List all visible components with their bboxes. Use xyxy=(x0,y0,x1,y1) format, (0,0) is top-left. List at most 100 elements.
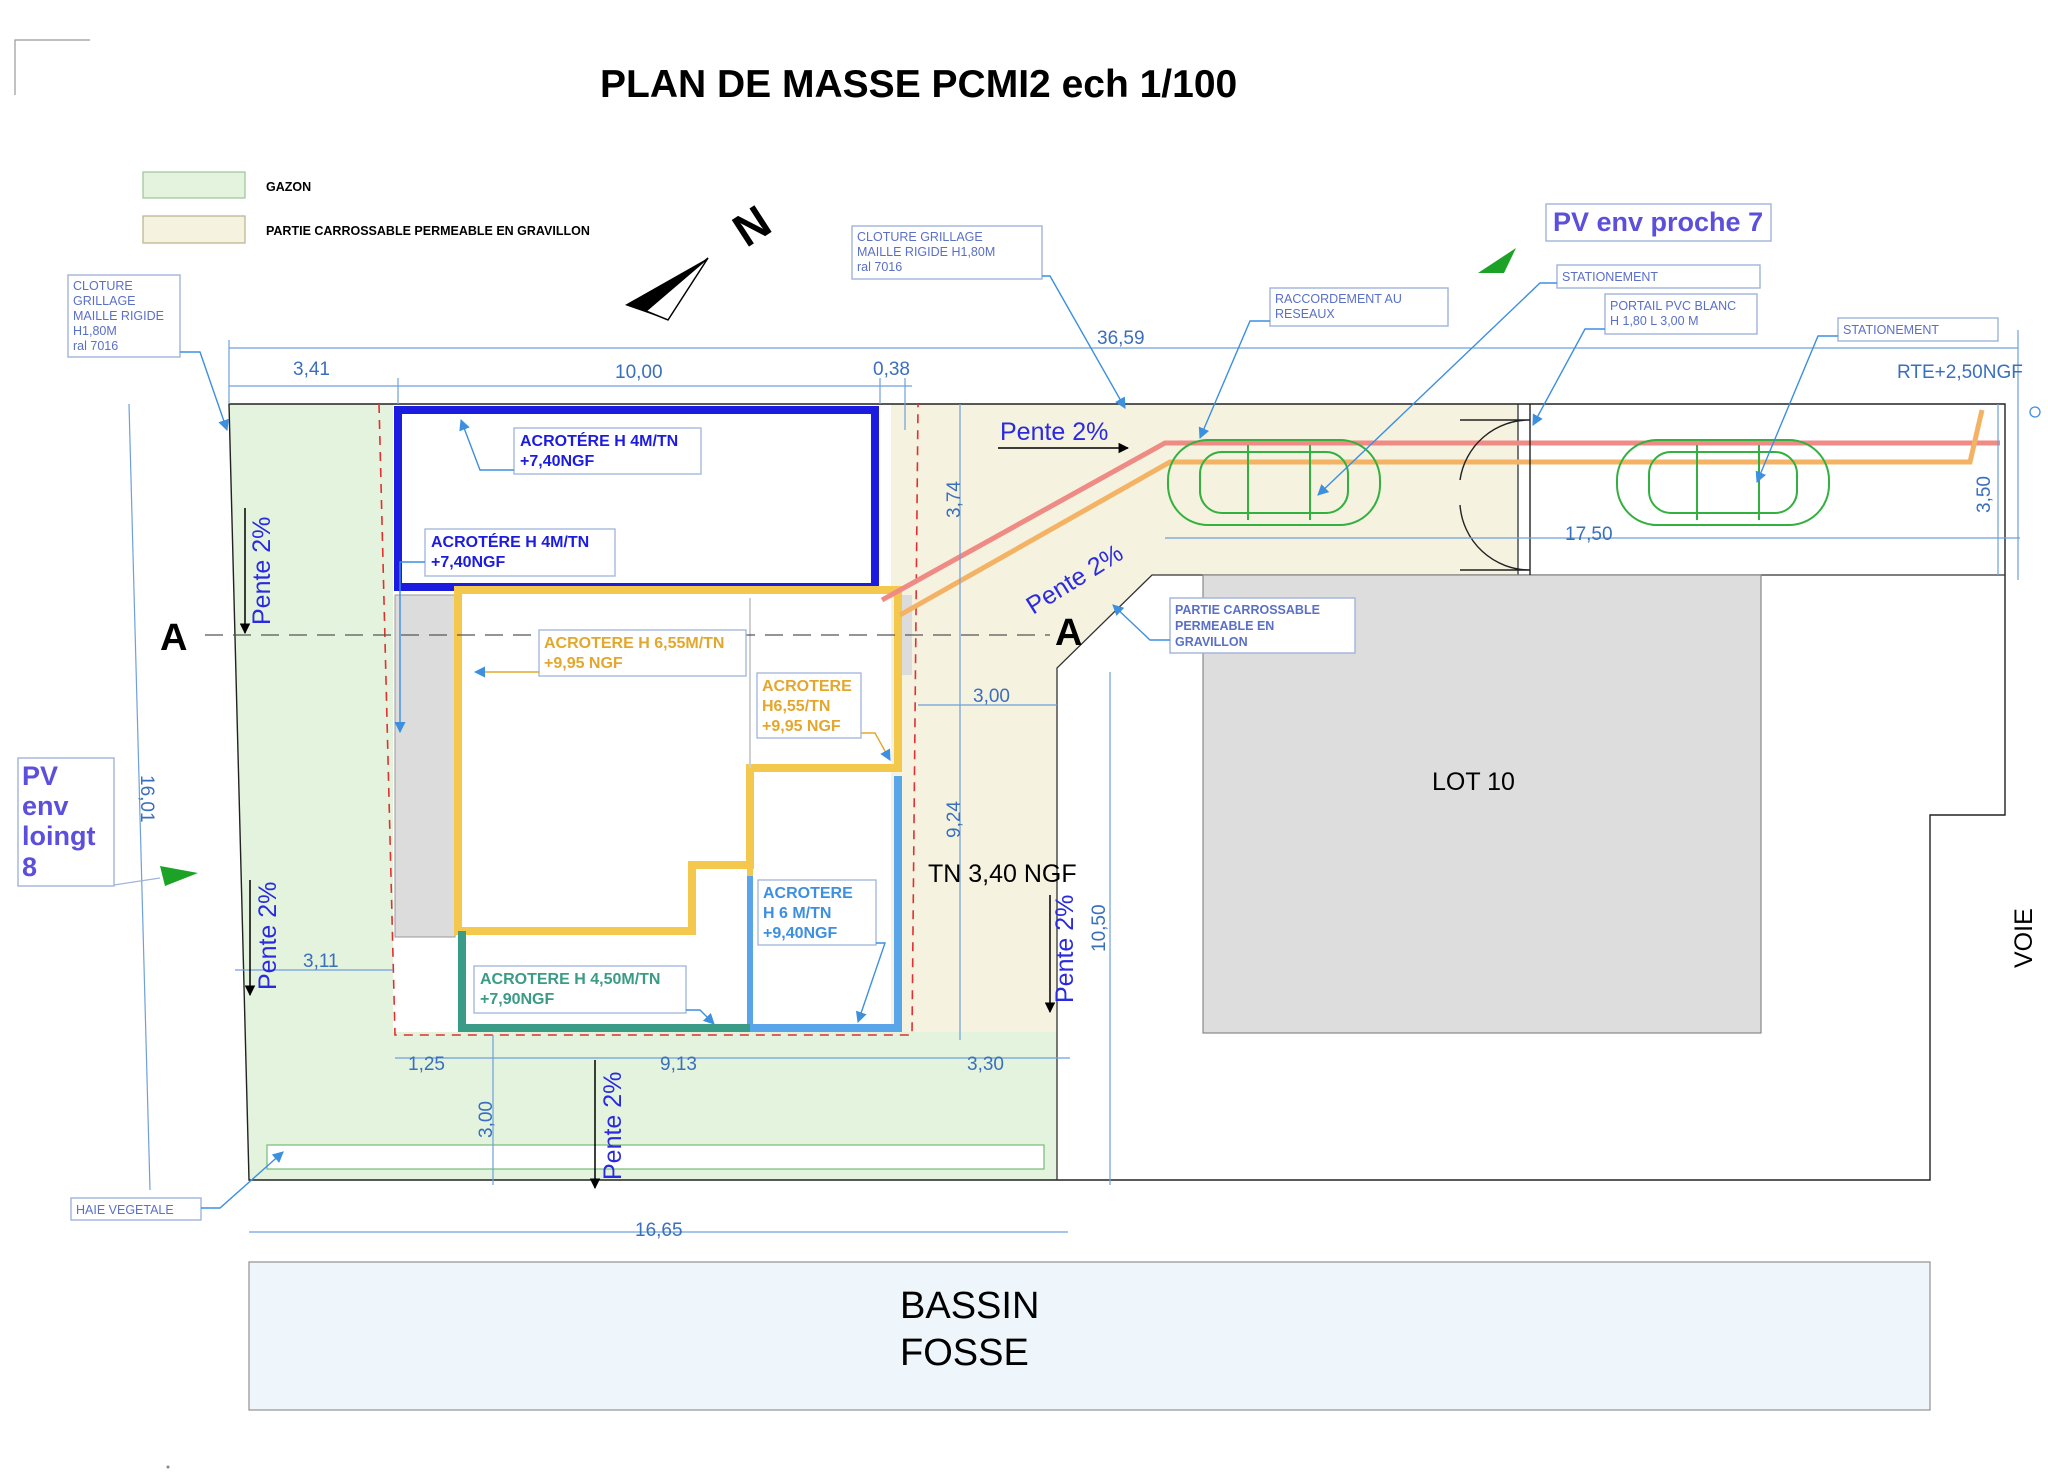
note-cloture-top: CLOTURE GRILLAGE MAILLE RIGIDE H1,80M ra… xyxy=(851,225,1126,409)
legend-gazon-swatch xyxy=(142,171,246,199)
svg-text:ACROTERE H 6,55M/TN: ACROTERE H 6,55M/TN xyxy=(544,635,724,652)
level-rte: RTE+2,50NGF xyxy=(1897,362,2023,383)
svg-text:ACROTERE H 4,50M/TN: ACROTERE H 4,50M/TN xyxy=(480,971,660,988)
car-2-icon xyxy=(1616,439,1830,526)
acrotere-yellow-main: ACROTERE H 6,55M/TN +9,95 NGF xyxy=(473,629,747,678)
dim-36-59: 36,59 xyxy=(1097,328,1145,349)
pv-proche-arrow-icon xyxy=(1478,248,1516,273)
pv-loingt-arrow-icon xyxy=(160,866,198,886)
dim-1-25: 1,25 xyxy=(408,1054,445,1075)
svg-text:+7,40NGF: +7,40NGF xyxy=(431,554,505,571)
svg-text:+7,90NGF: +7,90NGF xyxy=(480,991,554,1008)
acrotere-yellow-right: ACROTERE H6,55/TN +9,95 NGF xyxy=(756,672,891,761)
svg-text:ACROTERE: ACROTERE xyxy=(762,678,852,695)
bassin-area xyxy=(248,1261,1931,1411)
note-stationnement-2: STATIONEMENT xyxy=(1755,317,1999,484)
legend-gravel-label: PARTIE CARROSSABLE PERMEABLE EN GRAVILLO… xyxy=(266,224,590,238)
slope-bottom: Pente 2% xyxy=(599,1072,627,1180)
acrotere-lightblue: ACROTERE H 6 M/TN +9,40NGF xyxy=(757,879,886,1024)
svg-text:RESEAUX: RESEAUX xyxy=(1275,307,1335,321)
wall-lightblue xyxy=(750,776,902,1032)
voie-label: VOIE xyxy=(2010,908,2038,968)
pv-loingt-box xyxy=(17,757,115,887)
pv-loingt-leader xyxy=(113,877,161,886)
north-label: N xyxy=(724,195,780,257)
car-1-icon xyxy=(1167,439,1381,526)
section-a-right: A xyxy=(1055,612,1082,654)
svg-text:ACROTÉRE H 4M/TN: ACROTÉRE H 4M/TN xyxy=(520,431,678,450)
slope-left-lower: Pente 2% xyxy=(254,882,282,990)
legend-gazon-label: GAZON xyxy=(266,180,311,194)
svg-text:HAIE VEGETALE: HAIE VEGETALE xyxy=(76,1203,174,1217)
setback-line xyxy=(378,403,919,1036)
lot-10-label: LOT 10 xyxy=(1432,768,1515,796)
wall-teal xyxy=(458,931,750,1032)
level-tn: TN 3,40 NGF xyxy=(928,860,1077,888)
dim-3-00-right: 3,00 xyxy=(973,686,1010,707)
dim-0-38: 0,38 xyxy=(873,359,910,380)
note-raccordement: RACCORDEMENT AU RESEAUX xyxy=(1198,287,1449,440)
svg-text:CLOTURE GRILLAGE: CLOTURE GRILLAGE xyxy=(857,230,983,244)
pv-loingt-line-2: env xyxy=(22,791,69,821)
bassin-label-1: BASSIN xyxy=(900,1285,1039,1327)
svg-text:H1,80M: H1,80M xyxy=(73,324,117,338)
dim-3-11: 3,11 xyxy=(303,951,339,972)
acrotere-blue-top: ACROTÉRE H 4M/TN +7,40NGF xyxy=(459,418,702,475)
dimension-lines xyxy=(128,330,2020,1233)
pv-proche-box xyxy=(1545,203,1772,242)
svg-text:H 1,80 L 3,00 M: H 1,80 L 3,00 M xyxy=(1610,314,1698,328)
svg-text:ral 7016: ral 7016 xyxy=(73,339,118,353)
north-arrow-icon: N xyxy=(625,195,780,321)
dim-3-74: 3,74 xyxy=(944,481,965,518)
svg-text:+7,40NGF: +7,40NGF xyxy=(520,453,594,470)
gazon-area xyxy=(229,404,1057,1180)
svg-text:MAILLE RIGIDE H1,80M: MAILLE RIGIDE H1,80M xyxy=(857,245,995,259)
driveway-boundary xyxy=(1056,404,1519,1180)
hedge xyxy=(266,1144,1045,1170)
pv-loingt-line-4: 8 xyxy=(22,852,37,882)
pv-loingt-line-1: PV xyxy=(22,761,58,791)
slope-left-upper: Pente 2% xyxy=(248,517,276,625)
svg-text:PORTAIL PVC BLANC: PORTAIL PVC BLANC xyxy=(1610,299,1736,313)
svg-text:+9,40NGF: +9,40NGF xyxy=(763,925,837,942)
note-cloture-left: CLOTURE GRILLAGE MAILLE RIGIDE H1,80M ra… xyxy=(67,274,229,432)
legend-gravel-swatch xyxy=(142,215,246,244)
gate-icon xyxy=(1459,404,1531,575)
gravel-area xyxy=(879,404,1518,1032)
dim-3-41: 3,41 xyxy=(293,359,330,380)
plan-title: PLAN DE MASSE PCMI2 ech 1/100 xyxy=(600,63,1237,106)
dim-10-50: 10,50 xyxy=(1089,904,1110,952)
svg-text:H 6 M/TN: H 6 M/TN xyxy=(763,905,831,922)
svg-text:H6,55/TN: H6,55/TN xyxy=(762,698,830,715)
dim-3-00-bottom: 3,00 xyxy=(476,1101,497,1138)
network-line-orange xyxy=(898,409,1985,618)
dim-3-50: 3,50 xyxy=(1974,476,1995,513)
level-marker xyxy=(2029,406,2041,418)
pv-loingt-line-3: loingt xyxy=(22,821,95,851)
grey-terrace xyxy=(394,594,456,938)
dim-17-50: 17,50 xyxy=(1565,524,1613,545)
svg-text:MAILLE RIGIDE: MAILLE RIGIDE xyxy=(73,309,164,323)
svg-text:GRAVILLON: GRAVILLON xyxy=(1175,635,1248,649)
slope-right-lower: Pente 2% xyxy=(1051,895,1079,1003)
dim-3-30: 3,30 xyxy=(967,1054,1004,1075)
svg-text:ACROTERE: ACROTERE xyxy=(763,885,853,902)
svg-text:+9,95 NGF: +9,95 NGF xyxy=(762,718,841,735)
dot-mark xyxy=(166,1465,170,1469)
dim-9-13: 9,13 xyxy=(660,1054,697,1075)
note-partie-carrossable: PARTIE CARROSSABLE PERMEABLE EN GRAVILLO… xyxy=(1112,597,1356,654)
pv-proche-label: PV env proche 7 xyxy=(1553,207,1763,237)
acrotere-blue-mid: ACROTÉRE H 4M/TN +7,40NGF xyxy=(394,528,616,734)
note-portail: PORTAIL PVC BLANC H 1,80 L 3,00 M xyxy=(1532,293,1758,426)
svg-text:STATIONEMENT: STATIONEMENT xyxy=(1562,270,1658,284)
svg-text:PERMEABLE EN: PERMEABLE EN xyxy=(1175,619,1274,633)
svg-text:PARTIE CARROSSABLE: PARTIE CARROSSABLE xyxy=(1175,603,1320,617)
dim-16-01: 16,01 xyxy=(136,775,157,823)
dim-9-24: 9,24 xyxy=(944,801,965,838)
network-line-red xyxy=(880,440,2000,603)
note-stationnement-1: STATIONEMENT xyxy=(1317,264,1761,496)
svg-text:+9,95 NGF: +9,95 NGF xyxy=(544,655,623,672)
svg-text:RACCORDEMENT AU: RACCORDEMENT AU xyxy=(1275,292,1402,306)
parcel-boundary xyxy=(228,403,2006,1181)
